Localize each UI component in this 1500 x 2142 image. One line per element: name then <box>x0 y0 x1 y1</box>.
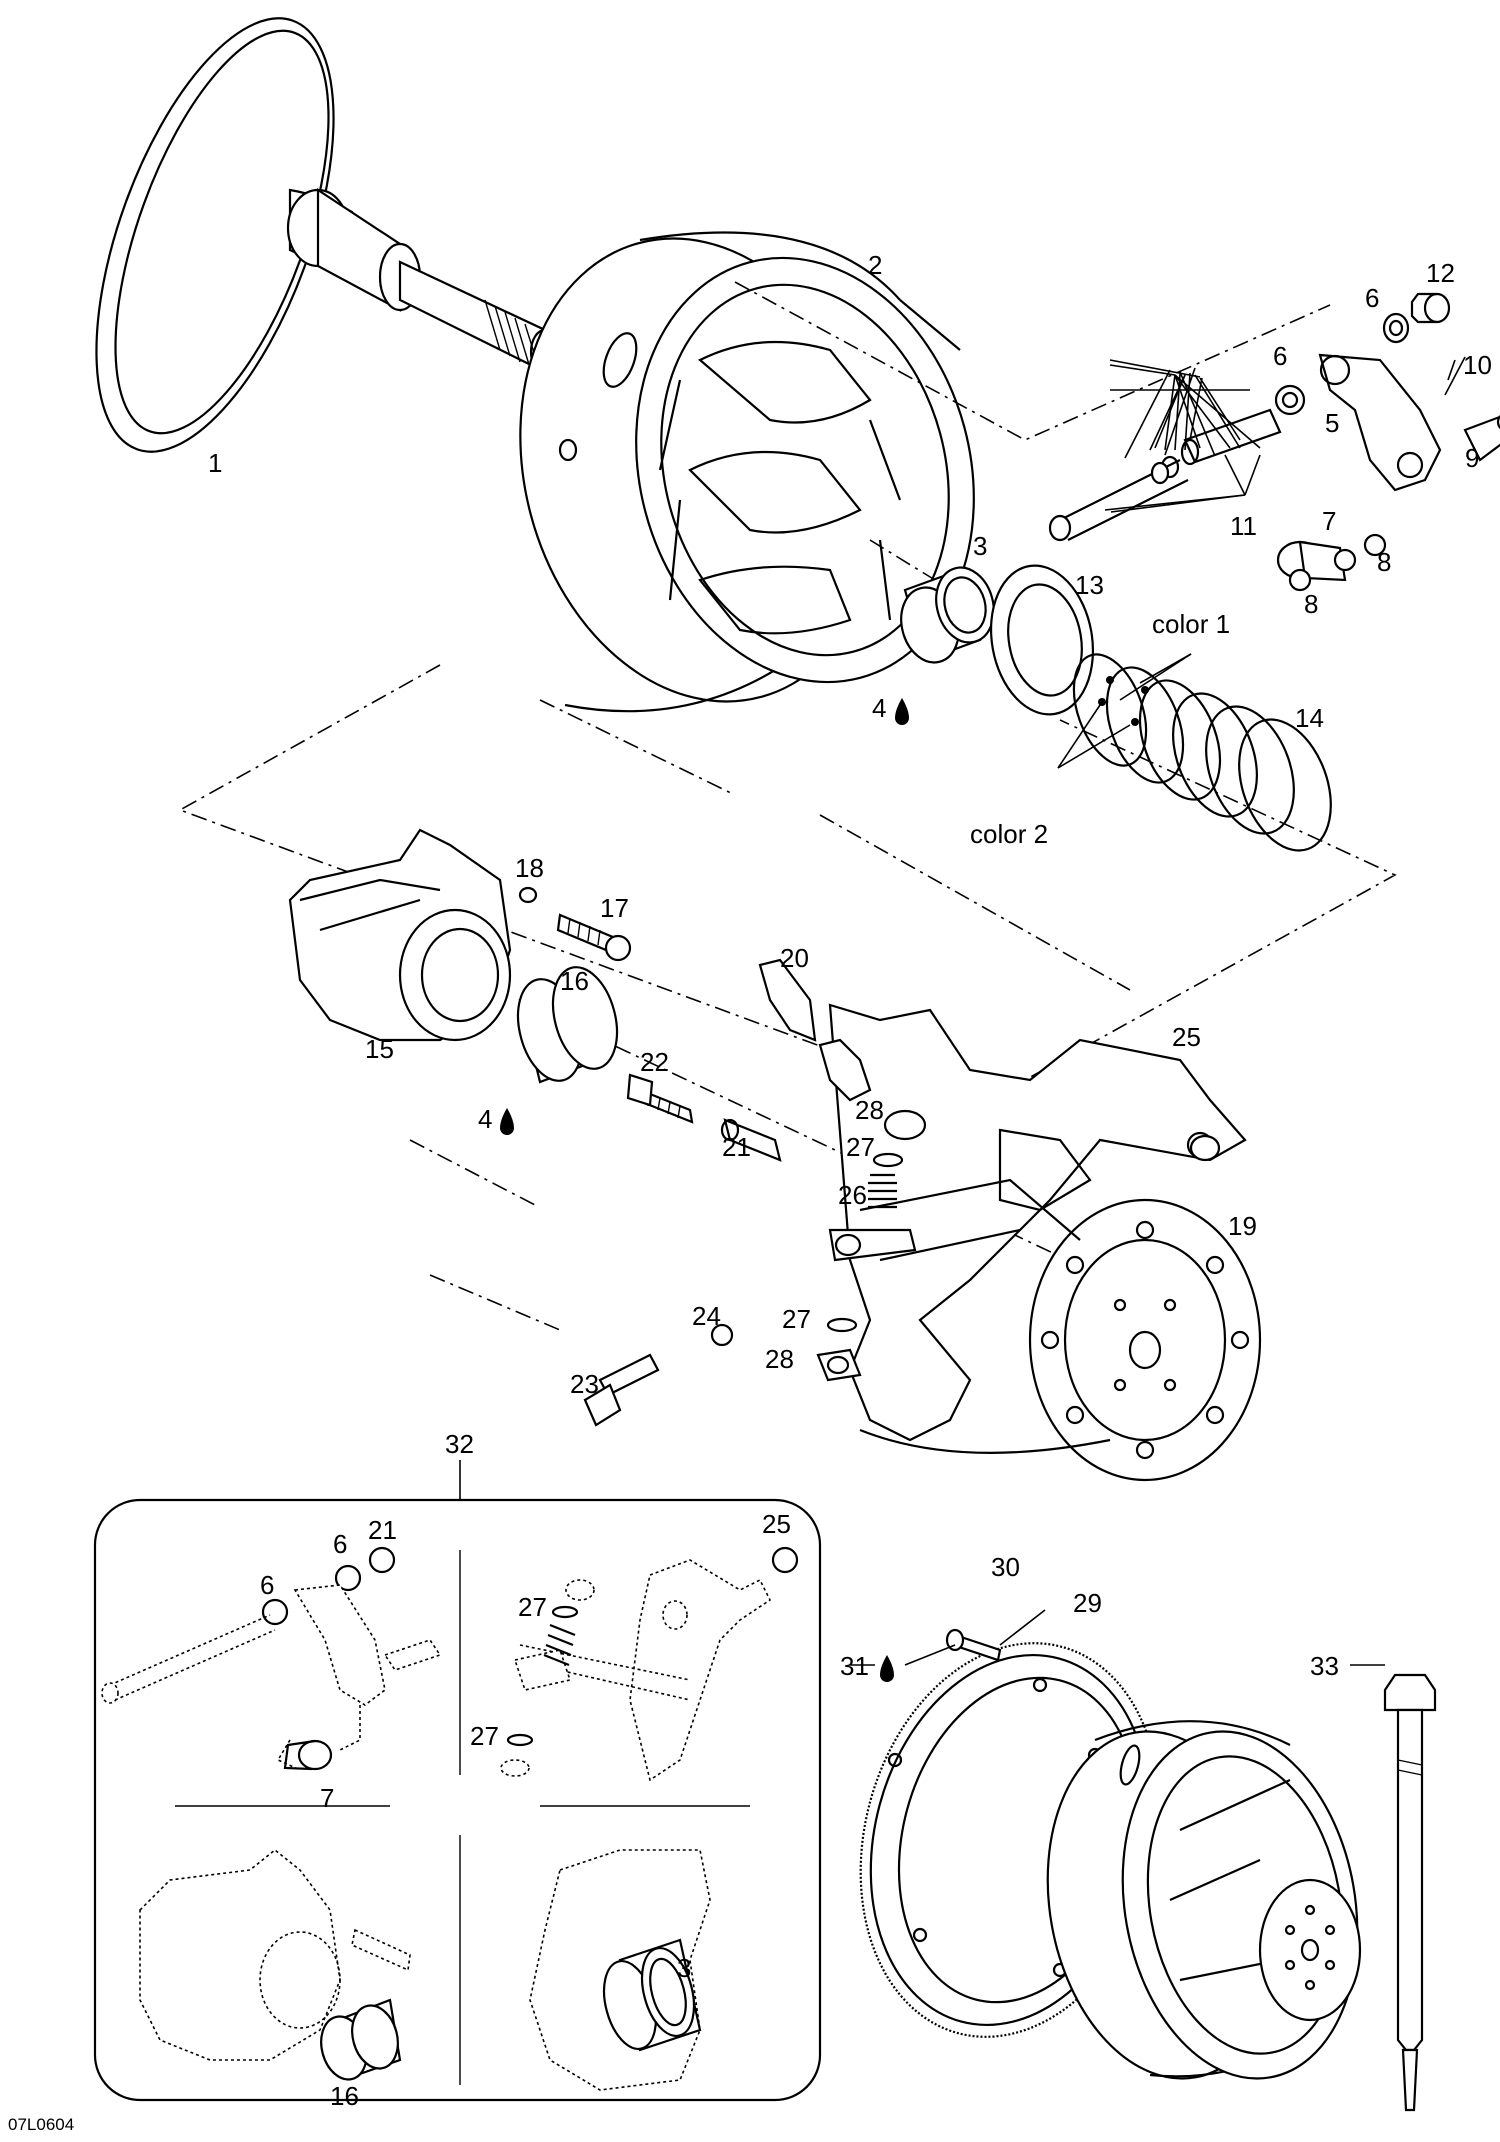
callout-label: 3 <box>677 1953 691 1983</box>
drop-icon <box>880 1655 894 1682</box>
drop-icon <box>895 698 909 725</box>
puller-bolt-33 <box>1383 1673 1437 2112</box>
kit-spider-view <box>139 1848 411 2081</box>
callout-label: 27 <box>518 1592 547 1622</box>
callout-label: 7 <box>320 1783 334 1813</box>
leader-lines <box>850 356 1466 1666</box>
callout-label: 6 <box>1273 341 1287 371</box>
callout-label: 29 <box>1073 1588 1102 1618</box>
callout-label: 12 <box>1426 258 1455 288</box>
callout-label: 6 <box>1365 283 1379 313</box>
callout-label: 24 <box>692 1301 721 1331</box>
kit-32-box <box>93 1460 822 2102</box>
callout-label: 4 <box>478 1104 492 1134</box>
kit-cover-view <box>500 1546 799 1782</box>
callout-label: 19 <box>1228 1211 1257 1241</box>
cover-assembly <box>583 958 1262 1482</box>
part-2-movable-sheave <box>519 231 975 713</box>
callout-label: 7 <box>1322 506 1336 536</box>
lubricant-drop-icons <box>500 698 909 1682</box>
callout-label: 11 <box>1230 511 1257 541</box>
callout-label: 31 <box>840 1651 869 1681</box>
callout-label: 5 <box>1325 408 1339 438</box>
callout-label: 23 <box>570 1369 599 1399</box>
callout-label: 33 <box>1310 1651 1339 1681</box>
callout-label: 3 <box>973 531 987 561</box>
callout-label: 6 <box>260 1570 274 1600</box>
kit-sheave-view <box>529 1849 711 2091</box>
bushing-washer-spring <box>900 564 1332 852</box>
callout-label: 9 <box>1465 443 1479 473</box>
figure-code: 07L0604 <box>8 2115 74 2134</box>
callout-label: 18 <box>515 853 544 883</box>
callout-label: 32 <box>445 1429 474 1459</box>
callout-label: 13 <box>1075 570 1104 600</box>
callout-labels: 1 2 3 4 4 5 6 6 7 8 8 9 10 11 12 13 14 1… <box>8 250 1492 2134</box>
callout-label: 27 <box>846 1132 875 1162</box>
callout-label: 21 <box>368 1515 397 1545</box>
kit-rocker-view <box>101 1546 442 1771</box>
callout-label: 16 <box>560 966 589 996</box>
callout-label: 28 <box>855 1095 884 1125</box>
callout-label: 8 <box>1377 547 1391 577</box>
callout-label: 26 <box>838 1180 867 1210</box>
callout-label: 21 <box>722 1132 751 1162</box>
callout-label: 16 <box>330 2081 359 2111</box>
note-color-2: color 2 <box>970 819 1048 849</box>
callout-label: 28 <box>765 1344 794 1374</box>
callout-label: 27 <box>470 1721 499 1751</box>
callout-label: 25 <box>1172 1022 1201 1052</box>
callout-label: 27 <box>782 1304 811 1334</box>
callout-label: 15 <box>365 1034 394 1064</box>
callout-label: 2 <box>868 250 882 280</box>
callout-label: 22 <box>640 1047 669 1077</box>
spider-assembly <box>288 828 632 1084</box>
part-1-fixed-sheave <box>95 17 561 453</box>
rocker-arm-group <box>1048 292 1500 592</box>
callout-label: 17 <box>600 893 629 923</box>
callout-label: 14 <box>1295 703 1324 733</box>
cover-bolt-holes <box>1040 1220 1250 1460</box>
note-color-1: color 1 <box>1152 609 1230 639</box>
spring-14 <box>1072 653 1332 852</box>
callout-label: 1 <box>208 448 222 478</box>
assembled-drive-pulley <box>1046 1720 1362 2080</box>
callout-label: 8 <box>1304 589 1318 619</box>
callout-label: 25 <box>762 1509 791 1539</box>
callout-label: 4 <box>872 693 886 723</box>
callout-label: 20 <box>780 943 809 973</box>
callout-label: 10 <box>1463 350 1492 380</box>
drop-icon <box>500 1108 514 1135</box>
callout-label: 30 <box>991 1552 1020 1582</box>
callout-label: 6 <box>333 1529 347 1559</box>
